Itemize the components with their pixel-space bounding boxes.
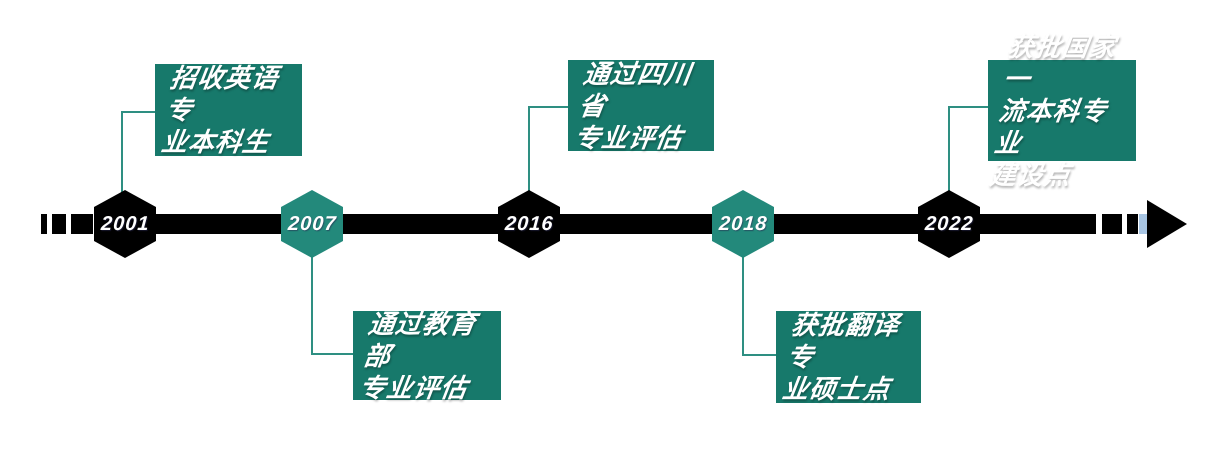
connector-line: [121, 111, 156, 113]
year-label: 2022: [924, 212, 975, 235]
timeline-bar: [94, 214, 1096, 234]
event-label-box: 获批翻译专 业硕士点: [776, 310, 921, 404]
connector-line: [121, 112, 123, 194]
event-label-text: 通过教育部 专业评估: [357, 308, 479, 403]
event-label-box: 通过教育部 专业评估: [353, 309, 501, 403]
arrow-right-icon: [1147, 200, 1187, 248]
event-label-text: 招收英语专 业本科生: [159, 63, 281, 157]
connector-line: [948, 107, 950, 192]
event-label-box: 招收英语专 业本科生: [155, 63, 302, 157]
timeline-dash-blue: [1139, 214, 1147, 234]
event-label-box: 获批国家一 流本科专业 建设点: [988, 32, 1136, 190]
year-label: 2007: [287, 212, 338, 235]
hexagon-year-marker: 2001: [94, 190, 156, 258]
timeline-dash: [1102, 214, 1122, 234]
event-label-text: 通过四川省 专业评估: [572, 58, 694, 153]
timeline-dash: [71, 214, 93, 234]
timeline-dash: [41, 214, 47, 234]
year-label: 2018: [718, 212, 769, 235]
connector-line: [528, 107, 530, 192]
connector-line: [948, 106, 988, 108]
year-label: 2001: [100, 212, 151, 235]
connector-line: [311, 353, 353, 355]
connector-line: [742, 354, 776, 356]
hexagon-year-marker: 2007: [281, 190, 343, 258]
connector-line: [742, 256, 744, 356]
connector-line: [528, 106, 568, 108]
event-label-text: 获批翻译专 业硕士点: [780, 310, 902, 404]
hexagon-year-marker: 2022: [918, 190, 980, 258]
connector-line: [311, 256, 313, 355]
timeline-dash: [52, 214, 66, 234]
event-label-box: 通过四川省 专业评估: [568, 59, 714, 153]
timeline-dash: [1127, 214, 1138, 234]
hexagon-year-marker: 2018: [712, 190, 774, 258]
hexagon-year-marker: 2016: [498, 190, 560, 258]
year-label: 2016: [504, 212, 555, 235]
event-label-text: 获批国家一 流本科专业 建设点: [987, 31, 1119, 190]
